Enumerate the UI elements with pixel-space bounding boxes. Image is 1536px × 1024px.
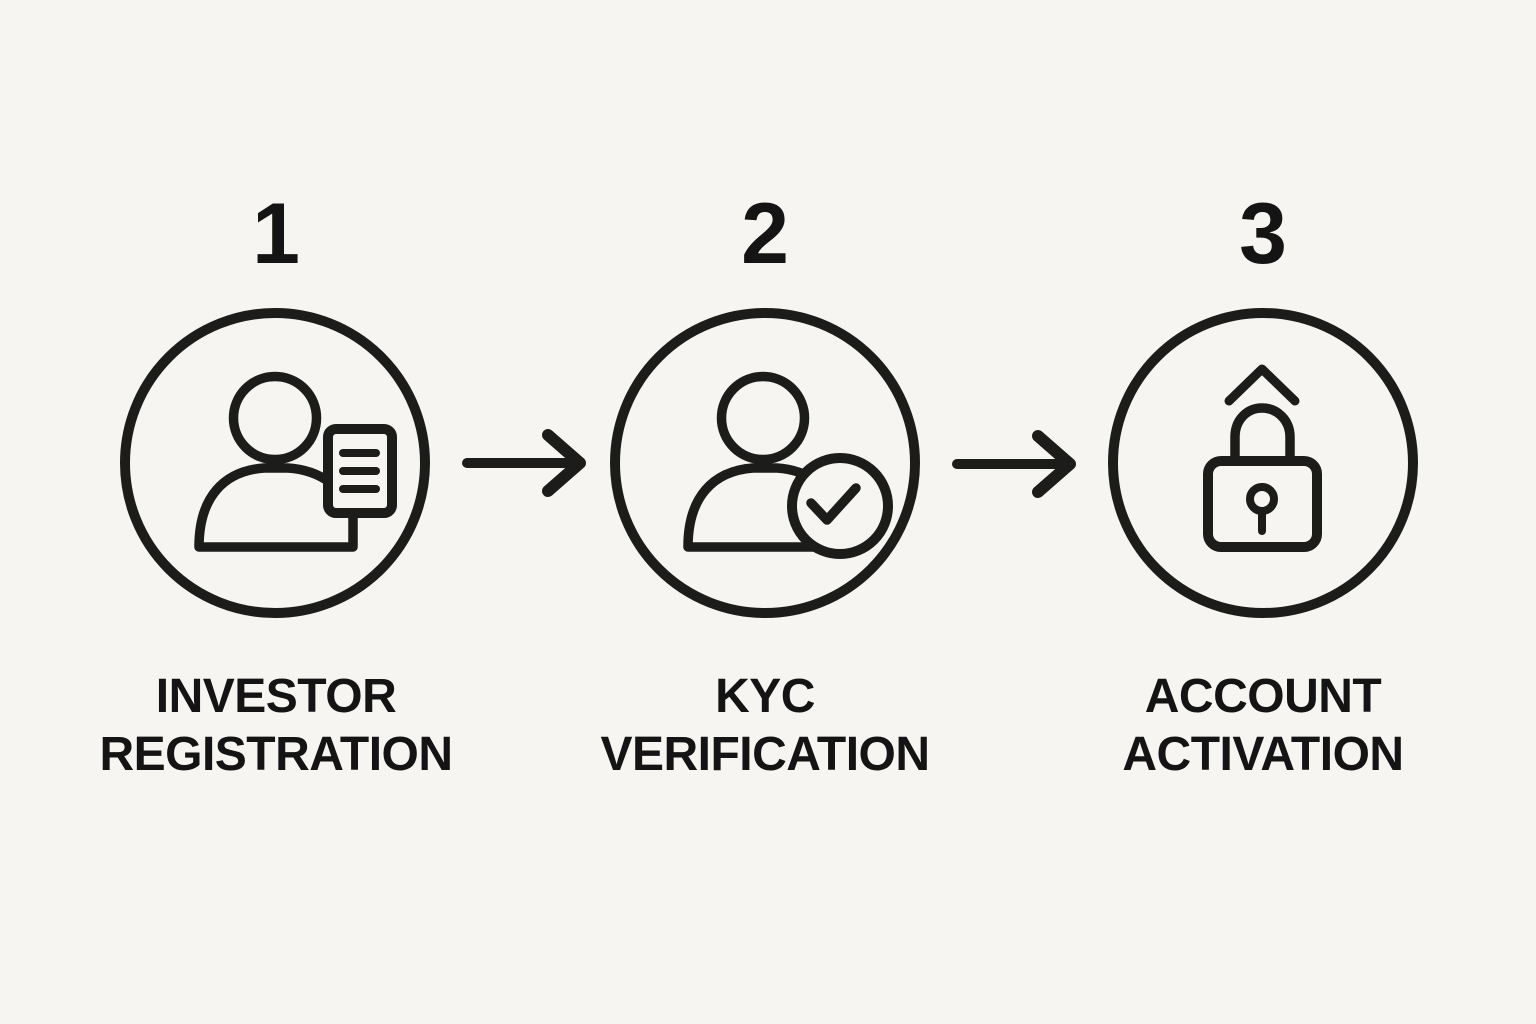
step-3-label-line1: ACCOUNT xyxy=(1144,670,1382,723)
step-2-label-line2: VERIFICATION xyxy=(600,728,930,781)
arrow-right-icon xyxy=(462,429,586,497)
step-1-label-line1: INVESTOR xyxy=(155,670,397,723)
step-1-circle xyxy=(120,308,430,618)
step-1-label: INVESTOR REGISTRATION xyxy=(36,668,516,784)
step-3-label-line2: ACTIVATION xyxy=(1122,728,1404,781)
step-1-number: 1 xyxy=(252,186,300,282)
person-document-icon xyxy=(194,371,397,552)
step-2-label-line1: KYC xyxy=(715,670,815,723)
step-3-circle xyxy=(1108,308,1418,618)
step-2-label: KYC VERIFICATION xyxy=(525,668,1005,784)
step-3-number: 3 xyxy=(1239,186,1287,282)
person-check-icon xyxy=(683,371,893,559)
step-2-number: 2 xyxy=(741,186,789,282)
arrow-right-icon xyxy=(952,430,1076,498)
step-2-circle xyxy=(610,308,920,618)
step-3-label: ACCOUNT ACTIVATION xyxy=(1023,668,1503,784)
step-1-label-line2: REGISTRATION xyxy=(99,728,453,781)
lock-activation-icon xyxy=(1203,364,1322,552)
